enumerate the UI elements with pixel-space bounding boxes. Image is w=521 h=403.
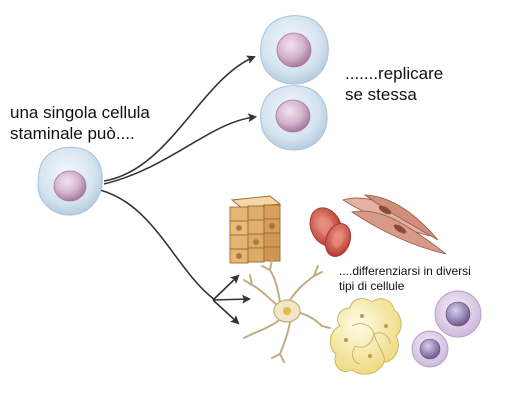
arrows (99, 55, 257, 325)
arrow-branch-right (212, 294, 251, 304)
self-renewal-label: .......replicare se stessa (345, 64, 444, 104)
fat-cells-icon (329, 298, 402, 375)
arrow-to-differentiation (99, 189, 216, 301)
smooth-muscle-cell-icon (342, 194, 447, 255)
stem-cell-icon (37, 146, 103, 216)
red-blood-cell-icon (309, 207, 352, 257)
source-cell-label: una singola cellula staminale può.... (10, 103, 150, 143)
arrow-branch-up (212, 274, 240, 301)
white-blood-cell-icon (411, 290, 482, 368)
epithelial-tissue-icon (229, 195, 282, 264)
arrow-to-replica-top (103, 55, 256, 182)
differentiation-label: ....differenziarsi in diversi tipi di ce… (339, 264, 471, 293)
stem-cell-icon (260, 85, 328, 151)
stem-cell-icon (260, 15, 329, 85)
neuron-icon (243, 259, 331, 363)
arrow-to-replica-bottom (103, 113, 257, 185)
arrow-branch-down (212, 299, 240, 325)
